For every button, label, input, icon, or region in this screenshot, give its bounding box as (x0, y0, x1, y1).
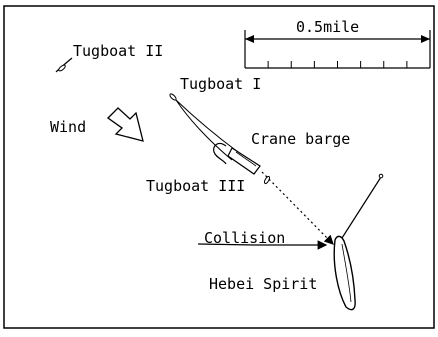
drift-path (261, 171, 334, 245)
tugboat-i-icon (169, 93, 177, 101)
scale-bar-label: 0.5mile (296, 18, 359, 36)
crane-barge-deck-line (235, 151, 257, 167)
wind-arrow-icon (106, 107, 144, 142)
tugboat-ii: Tugboat II (55, 42, 163, 73)
tugboat-ii-label: Tugboat II (73, 42, 163, 60)
crane-barge: Crane barge (213, 130, 350, 175)
collision-arrow (197, 240, 328, 250)
tugboat-i-tow-line-b (175, 99, 233, 161)
wind-indicator: Wind (50, 107, 144, 142)
hebei-spirit-keel-line (341, 243, 352, 303)
tugboat-iii-icon (263, 175, 271, 185)
crane-barge-label: Crane barge (251, 130, 350, 148)
hebei-spirit-hull (333, 235, 356, 311)
tugboat-i: Tugboat I (169, 75, 261, 161)
hebei-spirit: Hebei Spirit (209, 173, 384, 311)
scale-bar-left-arrowhead (245, 35, 254, 43)
hebei-spirit-anchor-line (341, 176, 382, 239)
scale-bar: 0.5mile (244, 18, 431, 69)
wind-label: Wind (50, 118, 86, 136)
tugboat-i-label: Tugboat I (180, 75, 261, 93)
crane-barge-hull (227, 147, 261, 175)
tugboat-ii-icon (58, 64, 66, 72)
tugboat-iii-label: Tugboat III (146, 177, 245, 195)
tugboat-iii: Tugboat III (146, 175, 271, 195)
crane-barge-anchor-line (213, 142, 227, 165)
collision-label: Collision (204, 229, 285, 247)
tugboat-i-tow-line-a (175, 99, 239, 153)
collision-marker: Collision (197, 229, 328, 250)
diagram-border (3, 5, 435, 329)
hebei-spirit-label: Hebei Spirit (209, 275, 317, 293)
hebei-spirit-anchor-icon (378, 173, 384, 179)
scale-bar-right-arrowhead (421, 35, 430, 43)
scale-bar-ticks (267, 61, 408, 68)
